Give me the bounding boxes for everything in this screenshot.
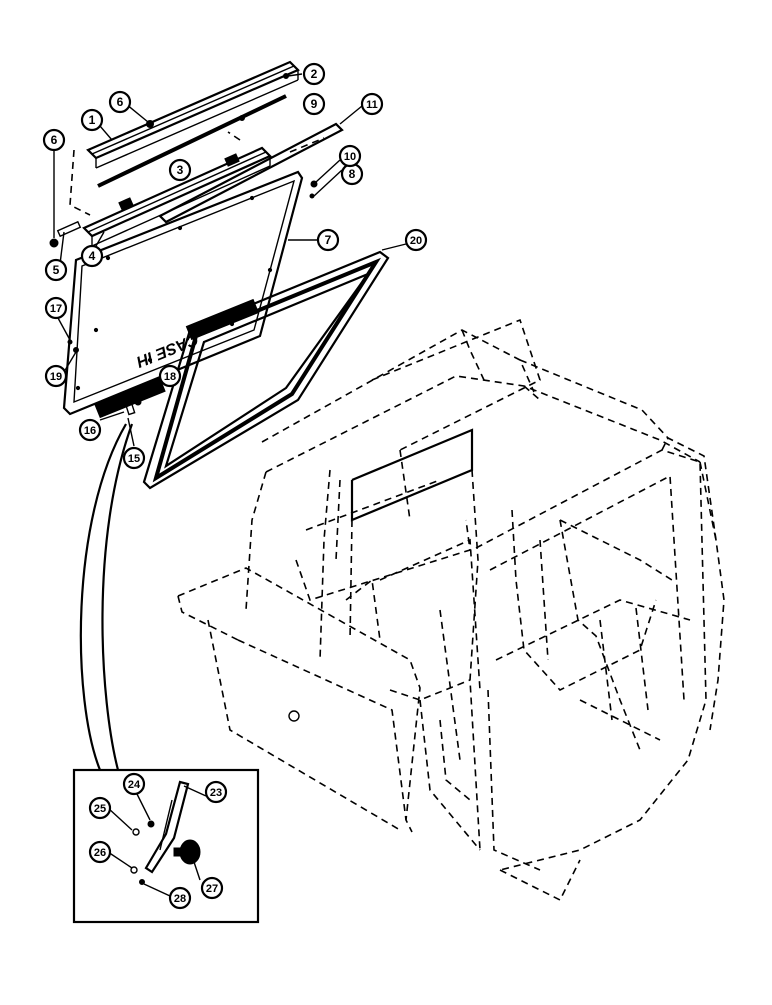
svg-text:26: 26 bbox=[94, 847, 106, 859]
screw-2 bbox=[283, 73, 289, 79]
detail-inset bbox=[72, 768, 260, 924]
lower-channel-rail bbox=[82, 146, 272, 247]
callout-1: 1 bbox=[80, 108, 104, 132]
svg-text:10: 10 bbox=[344, 151, 356, 163]
callout-19: 19 bbox=[44, 364, 68, 388]
nut-19 bbox=[73, 347, 79, 353]
upper-channel-rail bbox=[86, 60, 300, 169]
window-seal bbox=[142, 250, 390, 490]
callout-26: 26 bbox=[88, 840, 112, 864]
callout-6-upper: 6 bbox=[108, 90, 132, 114]
callout-28: 28 bbox=[168, 886, 192, 910]
svg-text:5: 5 bbox=[53, 263, 60, 277]
callout-18: 18 bbox=[158, 364, 182, 388]
callout-25: 25 bbox=[88, 796, 112, 820]
svg-text:24: 24 bbox=[128, 779, 141, 791]
knob-27 bbox=[173, 839, 201, 865]
callout-27: 27 bbox=[200, 876, 224, 900]
callout-24: 24 bbox=[122, 772, 146, 796]
svg-text:4: 4 bbox=[89, 249, 96, 263]
svg-text:6: 6 bbox=[117, 95, 124, 109]
leader-lines bbox=[53, 73, 407, 897]
screw-17 bbox=[67, 339, 73, 345]
svg-text:25: 25 bbox=[94, 803, 106, 815]
svg-text:9: 9 bbox=[311, 97, 318, 111]
callout-17: 17 bbox=[44, 296, 68, 320]
screw-8 bbox=[309, 193, 315, 199]
latch-16 bbox=[122, 394, 136, 416]
svg-text:2: 2 bbox=[311, 67, 318, 81]
svg-text:3: 3 bbox=[177, 163, 184, 177]
svg-text:17: 17 bbox=[50, 303, 62, 315]
callout-6-left: 6 bbox=[42, 128, 66, 152]
callout-4: 4 bbox=[80, 244, 104, 268]
callout-7: 7 bbox=[316, 228, 340, 252]
washer-10 bbox=[310, 180, 318, 188]
svg-text:23: 23 bbox=[210, 787, 222, 799]
svg-text:16: 16 bbox=[84, 425, 96, 437]
svg-text:11: 11 bbox=[366, 99, 378, 111]
rubber-strip bbox=[97, 94, 287, 188]
callout-23: 23 bbox=[204, 780, 228, 804]
nut-6-upper bbox=[146, 120, 154, 128]
svg-text:15: 15 bbox=[128, 453, 140, 465]
cab-frame bbox=[177, 318, 725, 902]
svg-text:28: 28 bbox=[174, 893, 186, 905]
svg-text:1: 1 bbox=[89, 113, 96, 127]
callout-16: 16 bbox=[78, 418, 102, 442]
svg-text:6: 6 bbox=[51, 133, 58, 147]
callout-3: 3 bbox=[168, 158, 192, 182]
svg-text:20: 20 bbox=[410, 235, 422, 247]
clip-5 bbox=[56, 220, 82, 238]
screw-28 bbox=[139, 879, 145, 885]
svg-text:19: 19 bbox=[50, 371, 62, 383]
callout-20: 20 bbox=[404, 228, 428, 252]
nut-24 bbox=[147, 820, 155, 828]
bolt-18 bbox=[134, 398, 142, 406]
washer-25 bbox=[132, 828, 140, 836]
nut-6-left bbox=[49, 238, 59, 248]
callout-10: 10 bbox=[338, 144, 362, 168]
callout-11: 11 bbox=[360, 92, 384, 116]
callout-9: 9 bbox=[302, 92, 326, 116]
side-guide-rail bbox=[158, 122, 344, 224]
callout-15: 15 bbox=[122, 446, 146, 470]
washer-26 bbox=[130, 866, 138, 874]
svg-text:18: 18 bbox=[164, 371, 176, 383]
svg-text:7: 7 bbox=[325, 233, 332, 247]
svg-text:27: 27 bbox=[206, 883, 218, 895]
svg-text:8: 8 bbox=[349, 167, 356, 181]
callout-2: 2 bbox=[302, 62, 326, 86]
callout-8: 8 bbox=[340, 162, 364, 186]
callout-5: 5 bbox=[44, 258, 68, 282]
